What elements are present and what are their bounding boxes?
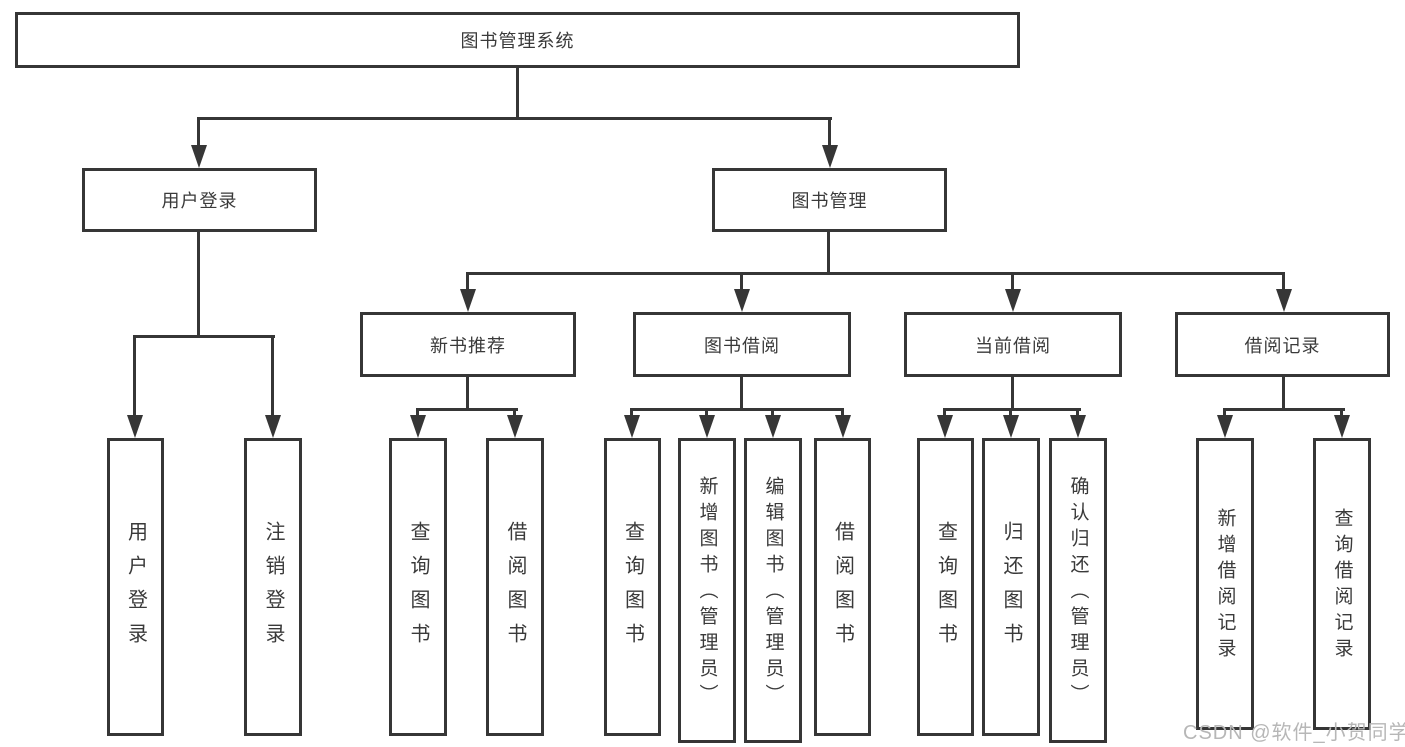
arrowhead-down-icon [1217,415,1233,438]
connector-stem [771,408,774,418]
leaf-confirm-return-admin: 确认归还（管理员） [1049,438,1107,743]
arrowhead-down-icon [624,415,640,438]
arrowhead-down-icon [1276,289,1292,312]
arrowhead-down-icon [127,415,143,438]
leaf-user-login: 用户登录 [107,438,164,736]
csdn-watermark: CSDN @软件_小贺同学 [1183,722,1405,744]
connector-stem [1076,408,1079,418]
connector-stub [1011,377,1014,408]
node-library-system: 图书管理系统 [15,12,1020,68]
node-new-book-recommend: 新书推荐 [360,312,576,377]
connector-stem [828,117,831,149]
connector-level2-rail [197,117,832,120]
arrowhead-down-icon [507,415,523,438]
connector-stem [1340,408,1343,418]
arrowhead-down-icon [765,415,781,438]
connector-stem [416,408,419,418]
arrowhead-down-icon [460,289,476,312]
node-book-management: 图书管理 [712,168,947,232]
arrowhead-down-icon [410,415,426,438]
leaf-query-books-1: 查询图书 [389,438,447,736]
arrowhead-down-icon [937,415,953,438]
connector-stem [943,408,946,418]
arrowhead-down-icon [1003,415,1019,438]
leaf-add-books-admin: 新增图书（管理员） [678,438,736,743]
leaf-query-borrow-record: 查询借阅记录 [1313,438,1371,730]
connector-stub [466,377,469,408]
connector-rail [630,408,844,411]
connector-stem [705,408,708,418]
leaf-borrow-books-2: 借阅图书 [814,438,871,736]
connector-rail [1223,408,1345,411]
node-book-borrowing: 图书借阅 [633,312,851,377]
arrowhead-down-icon [699,415,715,438]
connector-stem [1009,408,1012,418]
connector-stem [1223,408,1226,418]
leaf-return-books: 归还图书 [982,438,1040,736]
connector-stem [197,117,200,149]
connector-rail [416,408,518,411]
connector-stem [1011,272,1014,292]
connector-stem [630,408,633,418]
connector-rail [133,335,275,338]
leaf-edit-books-admin: 编辑图书（管理员） [744,438,802,743]
arrowhead-down-icon [835,415,851,438]
arrowhead-down-icon [191,145,207,168]
connector-rail [943,408,1081,411]
node-borrowing-records: 借阅记录 [1175,312,1390,377]
leaf-query-books-2: 查询图书 [604,438,661,736]
arrowhead-down-icon [822,145,838,168]
connector-stem [1282,272,1285,292]
connector-stub [827,232,830,272]
connector-stem [740,272,743,292]
arrowhead-down-icon [1005,289,1021,312]
arrowhead-down-icon [1334,415,1350,438]
node-user-login: 用户登录 [82,168,317,232]
connector-stem [133,335,136,417]
leaf-logout: 注销登录 [244,438,302,736]
connector-level3-rail [466,272,1285,275]
arrowhead-down-icon [265,415,281,438]
connector-root-stub [516,68,519,117]
connector-stem [841,408,844,418]
leaf-add-borrow-record: 新增借阅记录 [1196,438,1254,730]
connector-stub [740,377,743,408]
connector-stem [271,335,274,417]
node-current-borrowing: 当前借阅 [904,312,1122,377]
arrowhead-down-icon [734,289,750,312]
leaf-query-books-3: 查询图书 [917,438,974,736]
connector-stub [1282,377,1285,408]
connector-stub [197,232,200,335]
leaf-borrow-books-1: 借阅图书 [486,438,544,736]
arrowhead-down-icon [1070,415,1086,438]
connector-stem [513,408,516,418]
connector-stem [466,272,469,292]
